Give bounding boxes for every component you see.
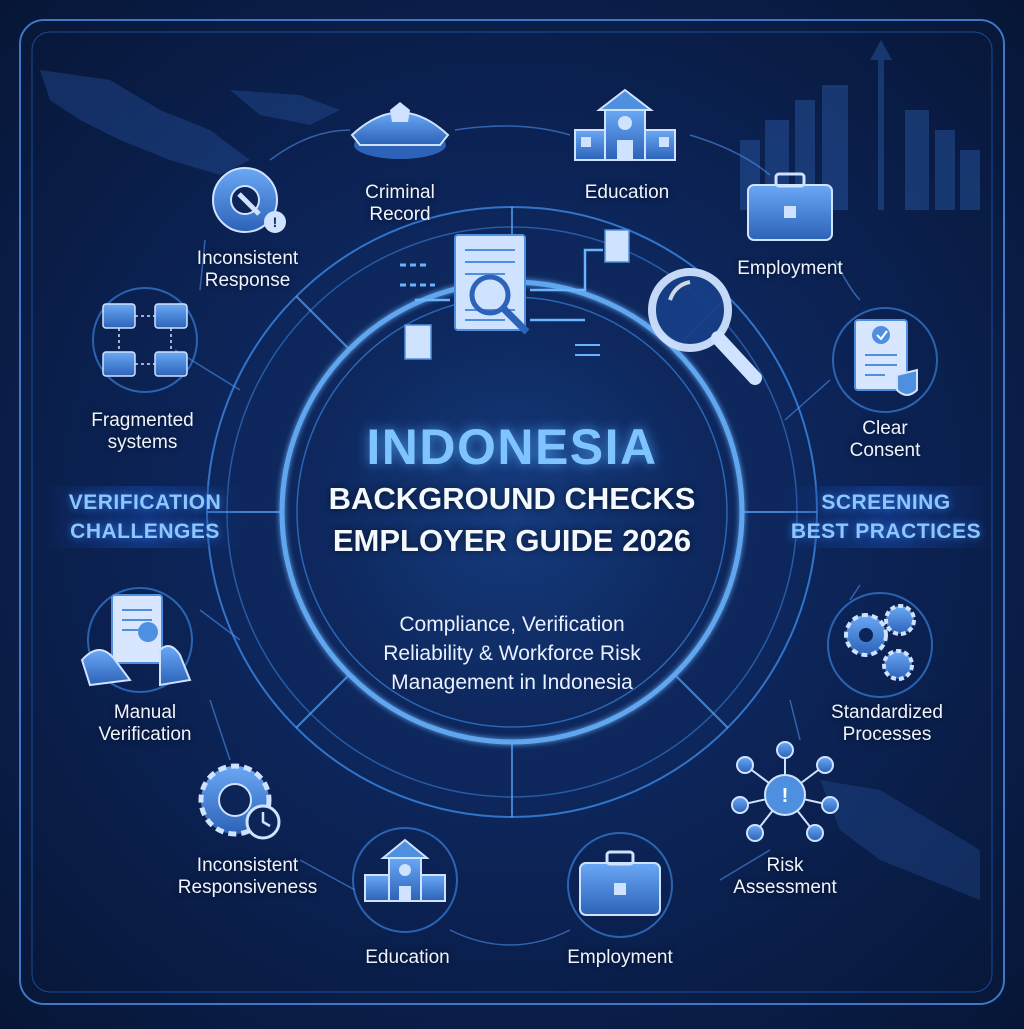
node-label-line: Assessment bbox=[733, 877, 837, 898]
tagline-line: Compliance, Verification bbox=[399, 613, 625, 636]
svg-text:!: ! bbox=[273, 214, 278, 230]
node-label-line: Inconsistent bbox=[196, 855, 299, 876]
node-employment-top: Employment bbox=[720, 258, 860, 280]
connector-lines bbox=[174, 125, 861, 946]
section-title-line: CHALLENGES bbox=[70, 520, 220, 543]
node-inconsistent-response: Inconsistent Response bbox=[175, 248, 320, 292]
node-manual-verification: Manual Verification bbox=[75, 702, 215, 746]
node-label-line: Employment bbox=[567, 947, 673, 968]
section-title-line: VERIFICATION bbox=[68, 491, 222, 514]
node-label-line: Standardized bbox=[831, 702, 943, 723]
sub-title-line: EMPLOYER GUIDE 2026 bbox=[332, 523, 692, 558]
node-education-top: Education bbox=[562, 182, 692, 204]
node-label-line: Response bbox=[204, 270, 291, 291]
node-risk-assessment: Risk Assessment bbox=[715, 855, 855, 899]
signed-document-icon bbox=[832, 307, 938, 413]
node-criminal-record: Criminal Record bbox=[345, 182, 455, 226]
node-education-bottom: Education bbox=[345, 947, 470, 969]
school-building-icon bbox=[574, 88, 676, 161]
outer-frame bbox=[19, 19, 1005, 1005]
node-label-line: Criminal bbox=[365, 182, 435, 203]
node-label-line: Employment bbox=[737, 258, 843, 279]
node-label-line: Education bbox=[365, 947, 450, 968]
node-label-line: Fragmented bbox=[91, 410, 194, 431]
node-fragmented-systems: Fragmented systems bbox=[70, 410, 215, 454]
node-label-line: Education bbox=[584, 182, 670, 203]
briefcase-icon bbox=[747, 172, 833, 241]
node-clear-consent: Clear Consent bbox=[820, 418, 950, 462]
node-label-line: Clear bbox=[862, 418, 908, 439]
node-label-line: Verification bbox=[98, 724, 192, 745]
node-standardized-processes: Standardized Processes bbox=[812, 702, 962, 746]
risk-network-icon: ! bbox=[731, 741, 839, 842]
node-inconsistent-responsiveness: Inconsistent Responsiveness bbox=[160, 855, 335, 899]
node-label-line: Manual bbox=[113, 702, 177, 723]
tagline: Compliance, Verification Reliability & W… bbox=[312, 610, 712, 697]
briefcase-icon-bottom bbox=[567, 832, 673, 938]
folder-network-icon bbox=[92, 287, 198, 393]
sub-title-line: BACKGROUND CHECKS bbox=[328, 481, 696, 516]
main-title: INDONESIA bbox=[366, 419, 658, 475]
center-glow bbox=[212, 212, 812, 812]
svg-text:!: ! bbox=[782, 785, 789, 807]
node-employment-bottom: Employment bbox=[550, 947, 690, 969]
node-label-line: Record bbox=[369, 204, 431, 225]
document-flow-icon bbox=[400, 229, 630, 360]
sub-title: BACKGROUND CHECKS EMPLOYER GUIDE 2026 bbox=[262, 478, 762, 562]
node-label-line: Risk bbox=[766, 855, 804, 876]
map-silhouette-bottom-right bbox=[820, 780, 980, 900]
section-verification-challenges: VERIFICATION CHALLENGES bbox=[42, 486, 248, 548]
node-label-line: Consent bbox=[849, 440, 921, 461]
node-label-line: systems bbox=[107, 432, 178, 453]
police-cap-icon bbox=[350, 102, 450, 159]
section-screening-best-practices: SCREENING BEST PRACTICES bbox=[778, 486, 994, 548]
magnifier-icon bbox=[648, 268, 762, 385]
gear-wrench-icon: ! bbox=[212, 167, 286, 233]
map-silhouette-top-left bbox=[40, 70, 340, 175]
gear-clock-icon bbox=[198, 763, 281, 840]
gears-icon bbox=[827, 592, 933, 698]
school-building-icon-bottom bbox=[352, 827, 458, 933]
hand-document-icon bbox=[80, 587, 193, 693]
node-label-line: Responsiveness bbox=[177, 877, 318, 898]
section-title-line: BEST PRACTICES bbox=[790, 520, 982, 543]
section-title-line: SCREENING bbox=[821, 491, 951, 514]
tagline-line: Management in Indonesia bbox=[391, 671, 633, 694]
node-label-line: Processes bbox=[842, 724, 932, 745]
node-label-line: Inconsistent bbox=[196, 248, 299, 269]
tagline-line: Reliability & Workforce Risk bbox=[383, 642, 641, 665]
